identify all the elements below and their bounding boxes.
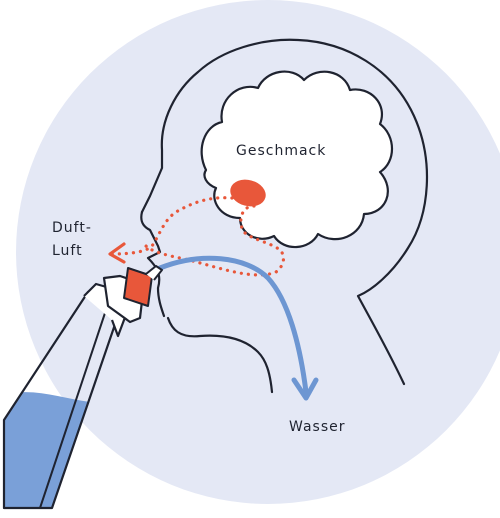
bottle-edge: [39, 303, 109, 509]
face-profile: [140, 210, 166, 318]
label-taste: Geschmack: [236, 143, 327, 159]
taste-spot-icon: [230, 179, 266, 207]
water-flow-path: [157, 255, 309, 395]
label-scent-air: Duft- Luft: [52, 217, 92, 263]
air-arrow-icon: [108, 242, 126, 264]
label-scent-line2: Luft: [52, 243, 83, 259]
air-flow-path-upper: [110, 196, 234, 256]
label-scent-line1: Duft-: [52, 220, 92, 236]
label-water: Wasser: [289, 419, 346, 435]
water-arrow-icon: [291, 377, 319, 401]
head-outline: [140, 38, 429, 386]
throat-outline: [166, 316, 274, 394]
air-flow-path: [144, 204, 286, 277]
nozzle-icon: [123, 267, 153, 307]
nozzle-tip: [145, 265, 163, 281]
